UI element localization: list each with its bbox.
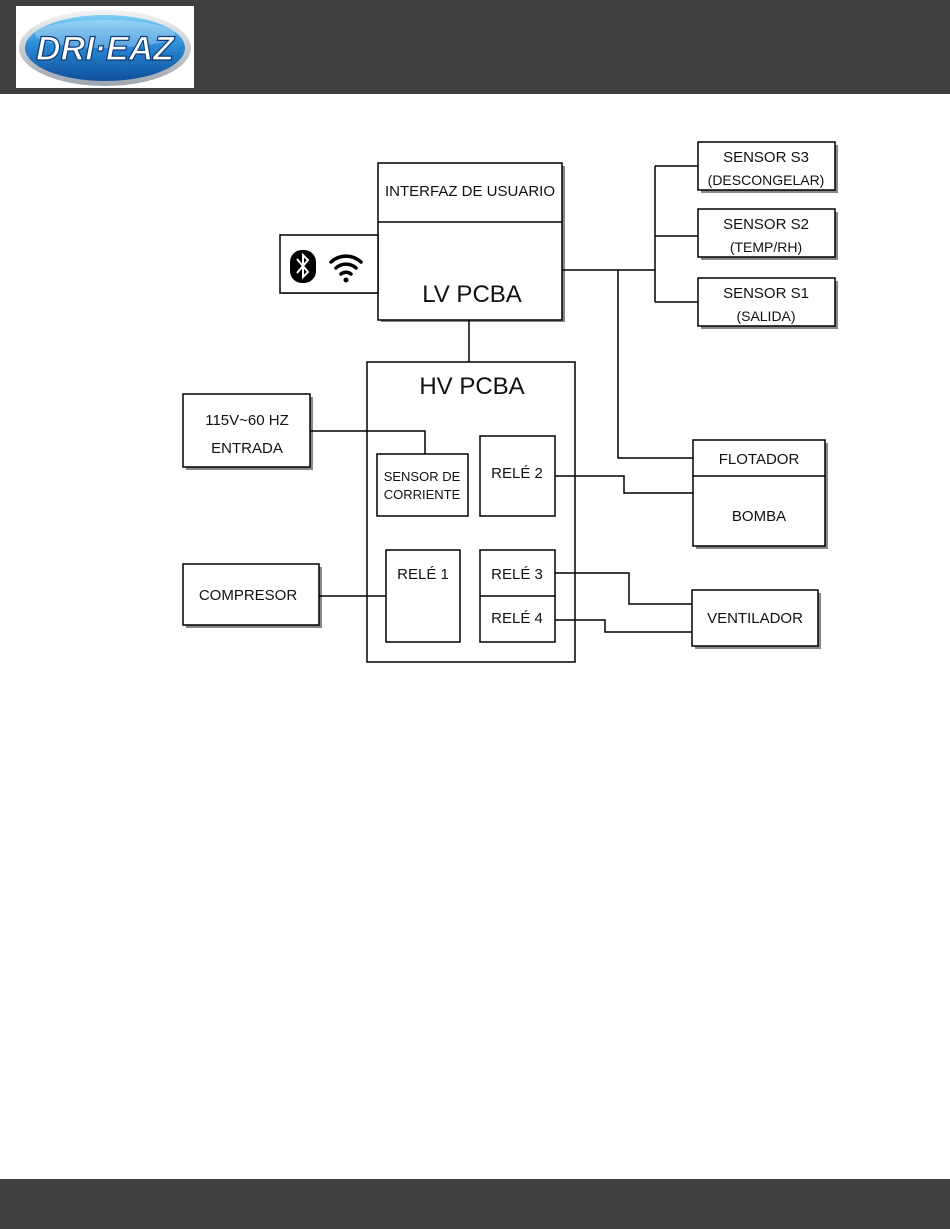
compressor-label: COMPRESOR xyxy=(199,587,298,604)
sensor-s2-title: SENSOR S2 xyxy=(723,216,809,233)
relay2-label: RELÉ 2 xyxy=(491,465,543,482)
footer-bar xyxy=(0,1179,950,1229)
sensor-s2-subtitle: (TEMP/RH) xyxy=(730,239,802,255)
lv-pcba-label: LV PCBA xyxy=(422,281,522,308)
power-input-subtitle: ENTRADA xyxy=(211,440,283,457)
relay1-box xyxy=(386,550,460,642)
relay1-label: RELÉ 1 xyxy=(397,566,449,583)
logo: DRI·EAZ xyxy=(16,6,194,88)
hv-pcba-label: HV PCBA xyxy=(419,373,524,400)
fan-label: VENTILADOR xyxy=(707,610,803,627)
bluetooth-icon xyxy=(290,250,316,283)
sensor-s3-title: SENSOR S3 xyxy=(723,149,809,166)
sensor-s1-title: SENSOR S1 xyxy=(723,285,809,302)
pump-label: BOMBA xyxy=(732,508,786,525)
relay4-label: RELÉ 4 xyxy=(491,610,543,627)
user-interface-label: INTERFAZ DE USUARIO xyxy=(385,183,555,200)
current-sensor-subtitle: CORRIENTE xyxy=(384,487,461,502)
float-label: FLOTADOR xyxy=(719,451,800,468)
dri-eaz-logo: DRI·EAZ xyxy=(16,6,194,88)
current-sensor-title: SENSOR DE xyxy=(384,469,461,484)
header-bar: DRI·EAZ xyxy=(0,0,950,94)
current-sensor-box xyxy=(377,454,468,516)
relay3-label: RELÉ 3 xyxy=(491,566,543,583)
block-diagram: INTERFAZ DE USUARIO LV PCBA HV PCBA SENS… xyxy=(0,94,950,714)
sensor-s1-subtitle: (SALIDA) xyxy=(736,308,795,324)
logo-text: DRI·EAZ xyxy=(36,30,175,68)
sensor-s3-subtitle: (DESCONGELAR) xyxy=(708,172,825,188)
power-input-title: 115V~60 HZ xyxy=(205,412,289,429)
